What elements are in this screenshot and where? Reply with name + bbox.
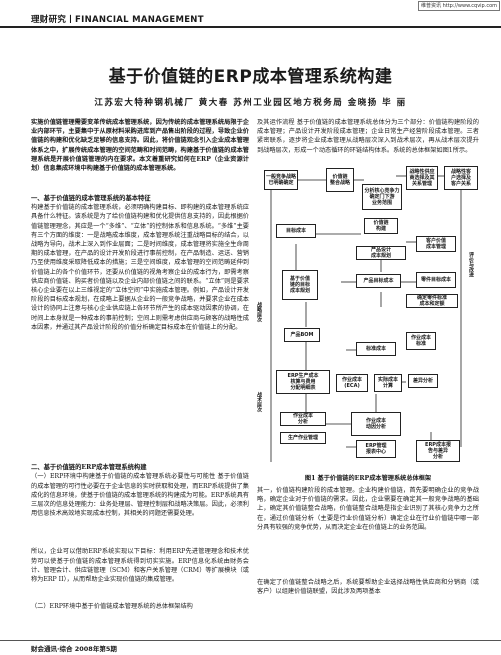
box-supplier-select: 战略性供应商选择及其关系管理 — [406, 166, 438, 190]
intro-right: 及其运作流程 基于价值链的成本管理系统总体分为三个部分：价值链构建阶段的成本管理… — [257, 119, 479, 154]
box-product-bom: 产品BOM — [284, 328, 320, 342]
watermark-box: 维普资讯 http://www.cqvip.com — [418, 1, 500, 11]
box-product-design: 产品设计成本规划 — [356, 246, 406, 260]
box-activity-cost: 作业成本(ECA) — [336, 374, 368, 392]
box-strategy: 一般竞争战略已明确确定 — [264, 170, 298, 190]
right-column-body: 其一，价值链构建阶段的成本管理。企业构建价值链，首先要明确企业的竞争战略，确定企… — [257, 486, 479, 638]
left-column-body: 一、基于价值链的成本管理系统的基本特征 构建基于价值链的成本管理系统，必须明确构… — [31, 194, 249, 638]
footer-rule — [0, 640, 501, 641]
box-value-chain-build: 价值链构建 — [364, 218, 398, 234]
box-activity-standard: 作业成本标准 — [406, 332, 436, 350]
article-authors: 江苏宏大特种钢机械厂 黄大春 苏州工业园区地方税务局 金晓扬 毕 丽 — [94, 98, 407, 108]
box-production-manage: 生产作业管理 — [280, 432, 326, 444]
box-variance: 差异分析 — [408, 374, 438, 388]
paragraph-2b: 所以，企业可以借助ERP系统实现以下目标：利用ERP先进管理理念和技术优势可以使… — [31, 548, 249, 584]
label-tactical: 战术层次 — [256, 392, 262, 412]
label-strategic: 战略层次 — [256, 302, 262, 322]
box-driver-analysis: 作业成本动因分析 — [351, 412, 401, 436]
header-rule — [0, 26, 501, 28]
box-erp-production: ERP生产成本核算与费用分配明细表 — [276, 370, 330, 394]
box-customer-value: 客户价值成本管理 — [416, 236, 456, 252]
paragraph-right-1: 其一，价值链构建阶段的成本管理。企业构建价值链，首先要明确企业的竞争战略，确定企… — [257, 487, 479, 531]
box-value-chain-strategy: 价值链整合战略 — [326, 168, 354, 192]
label-evaluate: 评价与改进 — [468, 252, 474, 277]
box-part-target-cost: 零件目标成本 — [416, 272, 456, 288]
framework-diagram: 一般竞争战略已明确确定 价值链整合战略 分析核心竞争力确定门下游业务范围 战略性… — [256, 162, 480, 470]
box-target-cost: 目标成本 — [276, 224, 316, 238]
section-label: 理财研究丨FINANCIAL MANAGEMENT — [31, 15, 204, 25]
section-heading-2: 二、基于价值链的ERP成本管理系统构建 — [31, 464, 147, 472]
box-customer-select: 战略性客户选择及客户关系 — [444, 166, 478, 190]
paragraph-2a: （一）ERP环境中构建基于价值链的成本管理系统必要性与可能性 基于价值链的成本管… — [31, 473, 249, 518]
article-title: 基于价值链的ERP成本管理系统构建 — [108, 67, 393, 87]
box-activity-analysis: 作业成本分析 — [280, 412, 326, 426]
page-footer: 财会通讯·综合 2008年第5期 — [31, 645, 117, 653]
paragraph-1: 构建基于价值链的成本管理系统，必须明确构建目标、即构建的成本管理系统应具备什么特… — [31, 204, 249, 331]
section-heading-1: 一、基于价值链的成本管理系统的基本特征 — [31, 195, 151, 202]
abstract-left: 实施价值链管理需要变革传统成本管理系统，因为传统的成本管理系统局限于企业内部环节… — [31, 119, 249, 173]
figure-caption: 图1 基于价值链的ERP成本管理系统总体框架 — [304, 475, 432, 482]
box-standard-cost: 标准成本 — [356, 342, 396, 356]
paragraph-right-2: 在确定了价值链整合战略之后，系统要帮助企业选择战略性供应商和分销商（或客户）以组… — [257, 579, 479, 596]
box-erp-report-center: ERP管理报表中心 — [356, 440, 396, 458]
paragraph-2c: （二）ERP环境中基于价值链成本管理系统的总体框架结构 — [31, 603, 193, 611]
box-product-target-cost: 产品目标成本 — [356, 274, 401, 288]
box-cost-report: ERP成本报告与差异分析 — [416, 440, 460, 462]
box-cost-planning: 基于价值链的目标成本规划 — [282, 270, 318, 300]
box-actual-cost: 实际成本计算 — [374, 374, 402, 392]
box-standard-setting: 确定零件标准成本和定额 — [406, 294, 458, 308]
box-core-competence: 分析核心竞争力确定门下游业务范围 — [362, 184, 402, 210]
